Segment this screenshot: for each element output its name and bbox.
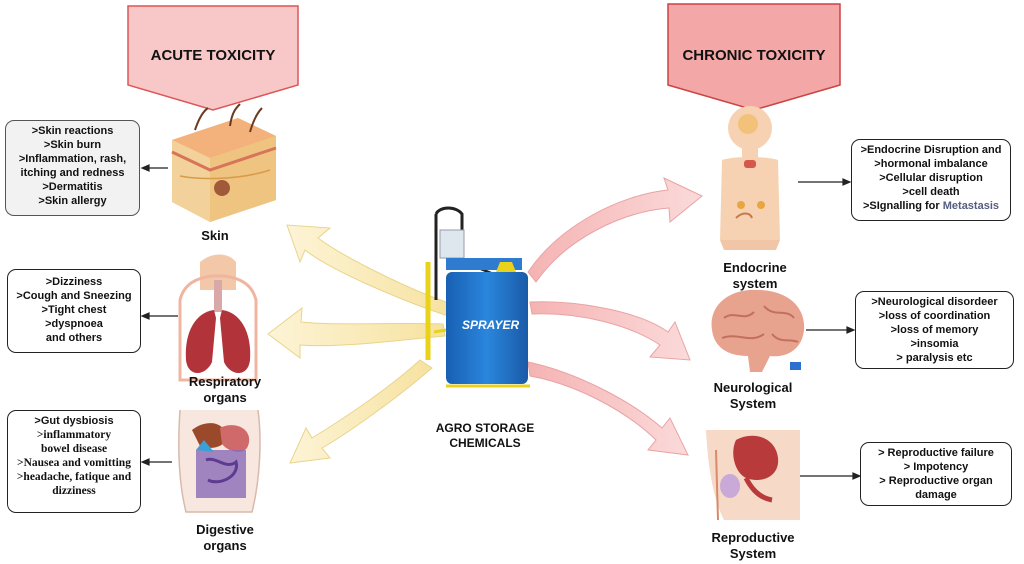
skin-effect-item: >Skin reactions xyxy=(31,125,114,137)
endocrine-label-line1: Endocrine xyxy=(723,260,787,275)
chronic-arrow-neurological xyxy=(529,301,691,361)
reproductive-label-line1: Reproductive xyxy=(711,530,795,545)
endocrine-effect-item: >cell death xyxy=(902,186,960,198)
brain-illustration xyxy=(711,289,805,372)
chronic-toxicity-header: CHRONIC TOXICITY xyxy=(682,47,826,64)
skin-effect-item: >Dermatitis xyxy=(42,181,103,193)
chronic-arrow-reproductive xyxy=(527,361,689,456)
signalling-prefix: >SIgnalling for xyxy=(862,200,943,212)
skin-effect-item: >Skin allergy xyxy=(38,195,107,207)
metastasis-word: Metastasis xyxy=(942,200,1000,212)
respiratory-label-line2: organs xyxy=(203,390,247,405)
respiratory-label-line1: Respiratory xyxy=(188,374,262,389)
reproductive-label: Reproductive System xyxy=(693,530,813,562)
neurological-label-line1: Neurological xyxy=(713,380,793,395)
small-marker xyxy=(790,362,801,370)
digestive-illustration xyxy=(178,409,261,513)
skin-label: Skin xyxy=(201,228,229,243)
skin-effect-item: itching and redness xyxy=(20,167,125,179)
endocrine-label: Endocrine system xyxy=(700,260,810,292)
respiratory-effect-item: >Tight chest xyxy=(41,304,107,316)
respiratory-label: Respiratory organs xyxy=(170,374,280,406)
endocrine-effects-box: >Endocrine Disruption and >hormonal imba… xyxy=(851,139,1011,221)
neurological-effects-box: >Neurological disordeer >loss of coordin… xyxy=(855,291,1014,369)
digestive-effect-item: >Gut dysbiosis xyxy=(34,415,114,427)
respiratory-effect-item: >Dizziness xyxy=(45,276,103,288)
chronic-header-shape xyxy=(667,3,841,111)
reproductive-effects-box: > Reproductive failure > Impotency > Rep… xyxy=(860,442,1012,506)
neurological-effect-item: >Neurological disordeer xyxy=(871,296,998,308)
digestive-effect-item: dizziness xyxy=(52,485,96,497)
respiratory-effects-box: >Dizziness >Cough and Sneezing >Tight ch… xyxy=(7,269,141,353)
acute-arrow-respiratory xyxy=(267,306,446,359)
skin-effects-box: >Skin reactions >Skin burn >Inflammation… xyxy=(5,120,140,216)
digestive-label-line1: Digestive xyxy=(196,522,254,537)
agro-storage-line2: CHEMICALS xyxy=(449,436,521,450)
neurological-effect-item: >loss of memory xyxy=(890,324,979,336)
agro-storage-line1: AGRO STORAGE xyxy=(435,421,535,435)
digestive-label-line2: organs xyxy=(203,538,247,553)
respiratory-effect-item: and others xyxy=(45,332,103,344)
endocrine-label-line2: system xyxy=(732,276,778,291)
acute-arrow-digestive xyxy=(289,359,433,464)
reproductive-effect-item: > Reproductive failure xyxy=(878,447,994,459)
endocrine-illustration xyxy=(720,106,780,250)
endocrine-effect-item: >Endocrine Disruption and xyxy=(860,144,1002,156)
reproductive-label-line2: System xyxy=(729,546,777,561)
digestive-effect-item: bowel disease xyxy=(40,443,108,455)
digestive-label: Digestive organs xyxy=(175,522,275,554)
respiratory-effect-item: >Cough and Sneezing xyxy=(16,290,132,302)
reproductive-effect-item: > Reproductive organ xyxy=(879,475,993,487)
respiratory-illustration xyxy=(178,254,258,382)
neurological-effect-item: >insomia xyxy=(910,338,959,350)
endocrine-effect-item: >Cellular disruption xyxy=(879,172,983,184)
reproductive-effect-item: > Impotency xyxy=(903,461,969,473)
skin-effect-item: >Inflammation, rash, xyxy=(18,153,127,165)
agro-storage-label: AGRO STORAGE CHEMICALS xyxy=(420,421,550,451)
acute-arrow-skin xyxy=(286,224,453,317)
reproductive-illustration xyxy=(706,430,800,521)
neurological-effect-item: >loss of coordination xyxy=(878,310,991,322)
acute-header-shape xyxy=(127,5,299,111)
digestive-effect-item: >Nausea and vomitting xyxy=(17,457,131,469)
reproductive-effect-item: damage xyxy=(915,489,957,501)
digestive-effects-box: >Gut dysbiosis >inflammatory bowel disea… xyxy=(7,410,141,513)
digestive-effect-item: >headache, fatique and xyxy=(16,471,132,483)
sprayer-text: SPRAYER xyxy=(462,318,520,332)
neurological-effect-item: > paralysis etc xyxy=(896,352,973,364)
acute-toxicity-header: ACUTE TOXICITY xyxy=(150,47,276,64)
chronic-arrow-endocrine xyxy=(527,177,703,283)
endocrine-effect-item: >hormonal imbalance xyxy=(874,158,988,170)
endocrine-effect-item: >SIgnalling for Metastasis xyxy=(856,199,1006,213)
respiratory-effect-item: >dyspnoea xyxy=(45,318,103,330)
neurological-label-line2: System xyxy=(729,396,777,411)
digestive-effect-item: >inflammatory xyxy=(36,429,112,441)
sprayer-illustration xyxy=(425,206,530,388)
skin-illustration xyxy=(171,103,277,222)
neurological-label: Neurological System xyxy=(693,380,813,412)
skin-effect-item: >Skin burn xyxy=(43,139,102,151)
